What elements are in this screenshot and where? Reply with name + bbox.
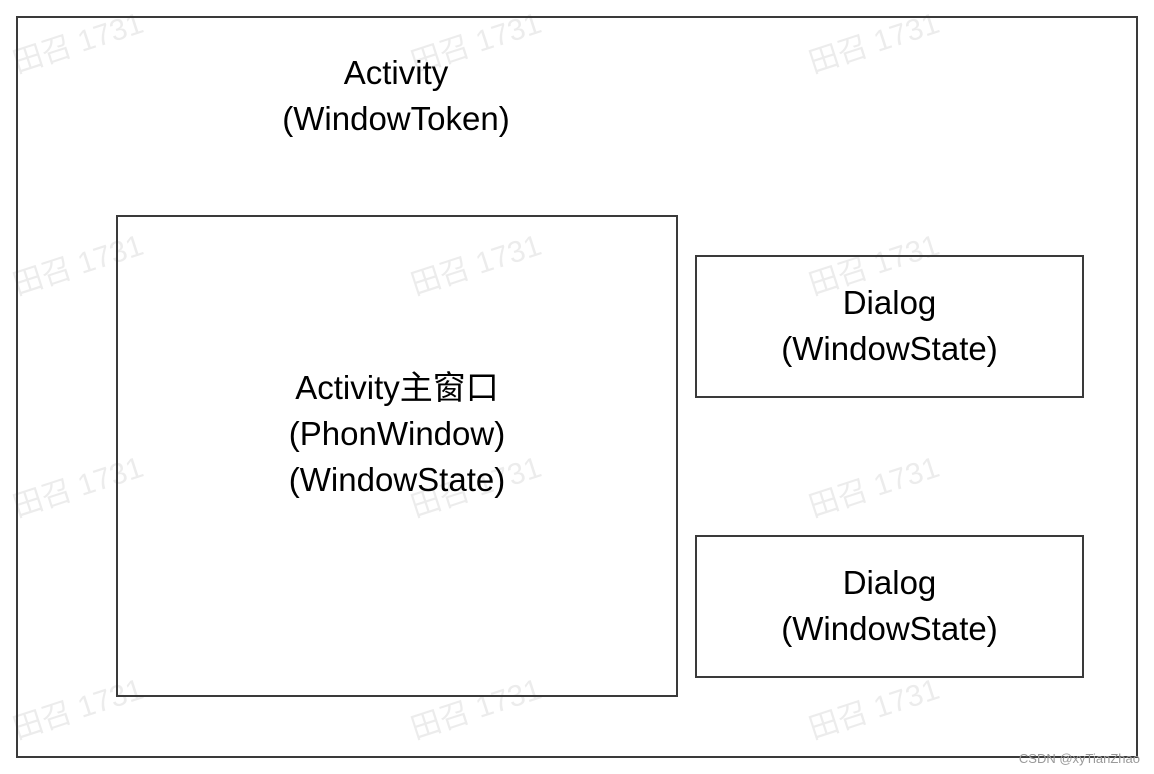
main-window-title: Activity主窗口 — [295, 369, 499, 406]
dialog-label-1: Dialog (WindowState) — [697, 280, 1082, 372]
activity-title: Activity — [343, 54, 449, 91]
dialog-subtitle: (WindowState) — [781, 610, 998, 647]
dialog-box-2: Dialog (WindowState) — [695, 535, 1084, 678]
main-window-label: Activity主窗口 (PhonWindow) (WindowState) — [116, 365, 678, 503]
dialog-label-2: Dialog (WindowState) — [697, 560, 1082, 652]
dialog-box-1: Dialog (WindowState) — [695, 255, 1084, 398]
main-window-windowstate: (WindowState) — [288, 461, 506, 498]
activity-main-window-box — [116, 215, 678, 697]
dialog-title: Dialog — [842, 564, 937, 601]
dialog-title: Dialog — [842, 284, 937, 321]
dialog-subtitle: (WindowState) — [781, 330, 998, 367]
main-window-phonewindow: (PhonWindow) — [288, 415, 506, 452]
activity-container — [16, 16, 1138, 758]
activity-label: Activity (WindowToken) — [246, 50, 546, 142]
credit-text: CSDN @xyTianZhao — [1018, 751, 1140, 766]
activity-subtitle: (WindowToken) — [282, 100, 510, 137]
